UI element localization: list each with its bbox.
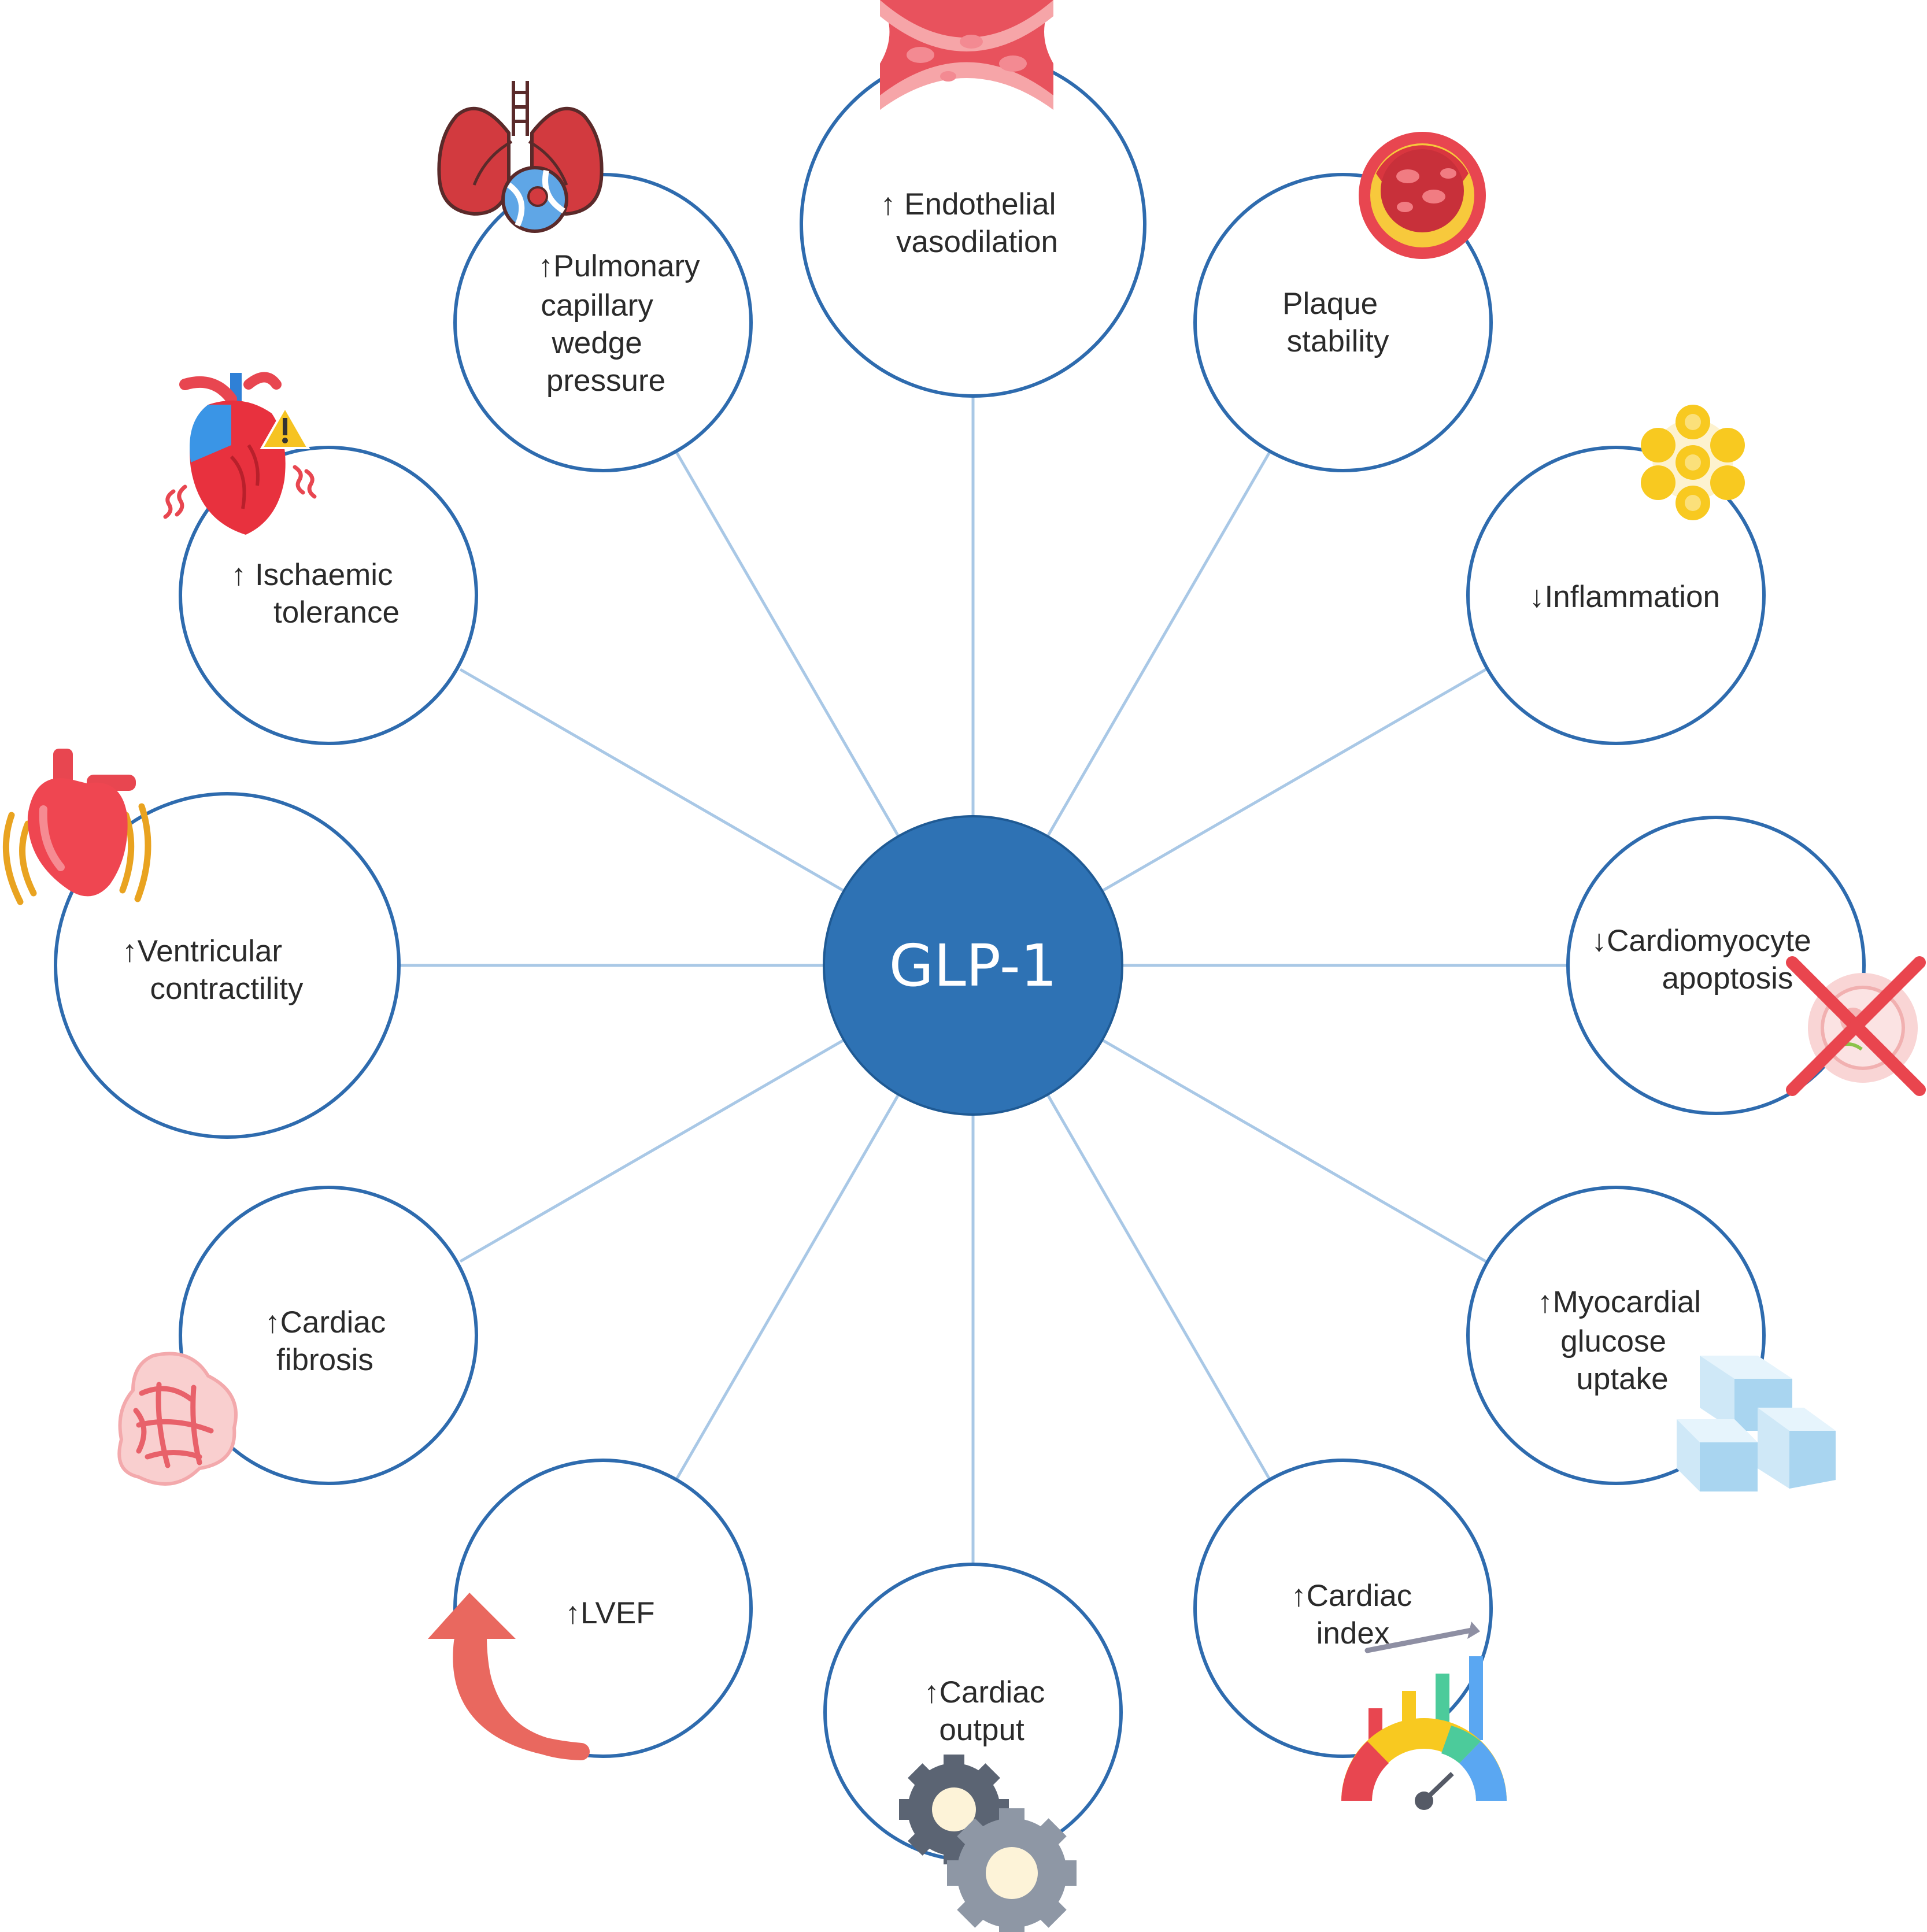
label-pulmonary-line-4: pressure bbox=[546, 364, 665, 398]
label-glucose-line-1: ↑Myocardial bbox=[1537, 1285, 1701, 1319]
node-cardiac-index bbox=[1193, 1459, 1493, 1758]
label-inflammation: ↓Inflammation bbox=[1529, 580, 1720, 614]
beating-heart-icon bbox=[2, 749, 151, 905]
label-glucose-line-2: glucose bbox=[1560, 1324, 1666, 1359]
label-ischaemic: ↑ Ischaemic tolerance bbox=[231, 558, 402, 630]
label-ischaemic-line-2: tolerance bbox=[273, 595, 400, 630]
label-apoptosis: ↓Cardiomyocyte apoptosis bbox=[1592, 924, 1820, 995]
label-fibrosis-line-1: ↑Cardiac bbox=[265, 1305, 386, 1339]
label-ischaemic-line-1: ↑ Ischaemic bbox=[231, 558, 393, 592]
label-fibrosis-line-2: fibrosis bbox=[276, 1343, 373, 1377]
label-plaque-line-2: stability bbox=[1287, 324, 1389, 358]
label-pulmonary-line-3: wedge bbox=[552, 326, 642, 360]
label-fibrosis: ↑Cardiac fibrosis bbox=[265, 1305, 394, 1377]
label-cardiac-output-line-1: ↑Cardiac bbox=[924, 1675, 1045, 1709]
label-cardiac-output: ↑Cardiac output bbox=[924, 1675, 1053, 1747]
blood-vessel-icon bbox=[880, 0, 1053, 110]
label-plaque: Plaque stability bbox=[1282, 287, 1389, 358]
center-label: GLP-1 bbox=[889, 932, 1057, 1000]
plaque-artery-icon bbox=[1359, 132, 1486, 259]
label-apoptosis-line-1: ↓Cardiomyocyte bbox=[1592, 924, 1811, 958]
node-inflammation bbox=[1466, 446, 1766, 745]
center-circle bbox=[823, 815, 1123, 1116]
label-endothelial: ↑ Endothelial vasodilation bbox=[881, 187, 1064, 259]
node-labels: ↑ Endothelial vasodilation Plaque stabil… bbox=[122, 187, 1820, 1747]
label-lvef-line-1: ↑LVEF bbox=[565, 1596, 654, 1630]
label-cardiac-index-line-2: index bbox=[1316, 1616, 1390, 1650]
cell-cross-icon bbox=[1786, 956, 1926, 1096]
label-glucose: ↑Myocardial glucose uptake bbox=[1537, 1285, 1710, 1396]
label-endothelial-line-2: vasodilation bbox=[896, 225, 1058, 259]
fibrotic-tissue-icon bbox=[117, 1352, 238, 1486]
curved-arrow-icon bbox=[428, 1593, 590, 1760]
gears-icon bbox=[899, 1755, 1077, 1932]
label-contractility-line-1: ↑Ventricular bbox=[122, 934, 282, 968]
center-hub: GLP-1 bbox=[823, 815, 1123, 1116]
label-pulmonary-line-2: capillary bbox=[541, 288, 653, 323]
label-inflammation-line-1: ↓Inflammation bbox=[1529, 580, 1720, 614]
label-cardiac-index-line-1: ↑Cardiac bbox=[1291, 1579, 1412, 1613]
effect-nodes bbox=[54, 51, 1866, 1862]
label-contractility-line-2: contractility bbox=[150, 972, 304, 1006]
label-contractility: ↑Ventricular contractility bbox=[122, 934, 304, 1006]
label-pulmonary: ↑Pulmonary capillary wedge pressure bbox=[538, 249, 709, 398]
label-endothelial-line-1: ↑ Endothelial bbox=[881, 187, 1056, 221]
node-pulmonary bbox=[453, 173, 753, 472]
label-glucose-line-3: uptake bbox=[1576, 1362, 1668, 1396]
label-cardiac-output-line-2: output bbox=[939, 1713, 1024, 1747]
lungs-icon bbox=[437, 81, 604, 233]
heart-warning-icon bbox=[163, 372, 317, 535]
node-lvef bbox=[453, 1459, 753, 1758]
gauge-chart-icon bbox=[1341, 1622, 1507, 1810]
label-pulmonary-line-1: ↑Pulmonary bbox=[538, 249, 700, 283]
label-plaque-line-1: Plaque bbox=[1282, 287, 1378, 321]
label-cardiac-index: ↑Cardiac index bbox=[1291, 1579, 1421, 1650]
label-apoptosis-line-2: apoptosis bbox=[1662, 961, 1793, 995]
node-glucose bbox=[1466, 1186, 1766, 1485]
inflammation-cells-icon bbox=[1641, 405, 1745, 520]
node-fibrosis bbox=[179, 1186, 478, 1485]
sugar-cubes-icon bbox=[1677, 1356, 1836, 1491]
node-apoptosis bbox=[1566, 816, 1866, 1115]
label-lvef: ↑LVEF bbox=[565, 1596, 654, 1630]
